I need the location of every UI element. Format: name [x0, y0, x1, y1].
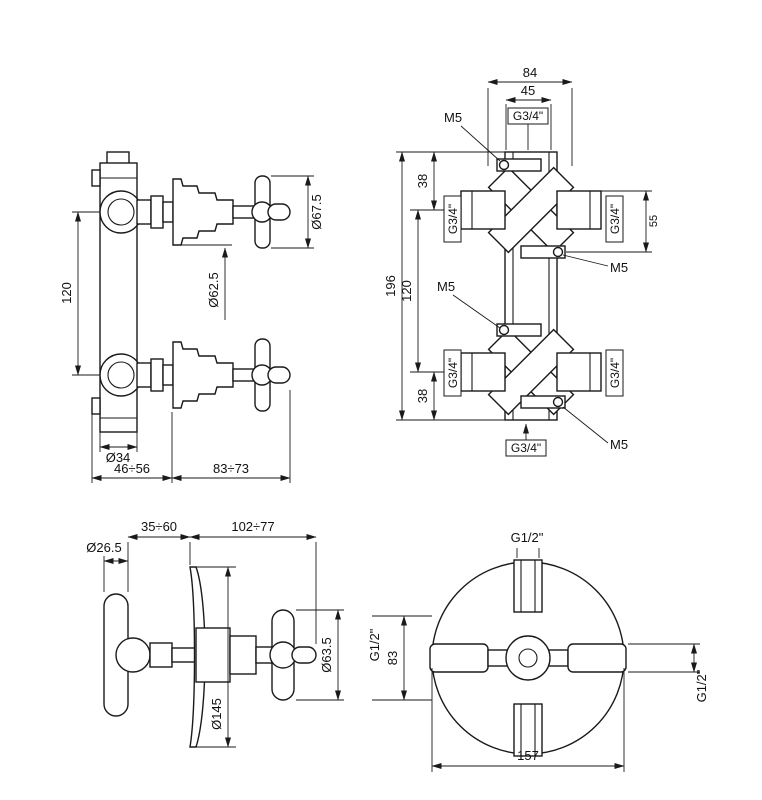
handle-hub — [505, 635, 551, 681]
lower-valve-assembly — [99, 338, 291, 412]
dim-84: 84 — [523, 65, 537, 80]
thread-label-g34-right-bottom: G3/4" — [608, 358, 622, 388]
thread-label-g34-left-top: G3/4" — [446, 204, 460, 234]
thread-label-g34-left-bottom: G3/4" — [446, 358, 460, 388]
handle-arm-right — [567, 643, 627, 673]
view-mixer-front: 84 45 G3/4" M5 196 120 3 — [383, 65, 660, 457]
thread-label-g34-bottom: G3/4" — [511, 441, 541, 455]
dim-196: 196 — [383, 275, 398, 297]
pipe-stub-left-upper — [460, 190, 506, 230]
dim-bell-diameter: Ø62.5 — [206, 272, 221, 307]
mixer-front-dimensions: 84 45 G3/4" M5 196 120 3 — [383, 65, 660, 457]
dim-120-front: 120 — [399, 280, 414, 302]
pipe-stub-right-lower — [556, 352, 602, 392]
valve-front-geometry — [429, 559, 627, 757]
dim-handle-diameter: Ø67.5 — [309, 194, 324, 229]
screw-label-m5-mid: M5 — [437, 279, 455, 294]
view-valve-side: 35÷60 102÷77 Ø26.5 Ø63.5 Ø145 — [86, 519, 344, 748]
dim-145: Ø145 — [209, 698, 224, 730]
pipe-stub-left-lower — [460, 352, 506, 392]
view-mixer-side: 120 Ø67.5 Ø62.5 Ø34 46÷56 83÷73 — [59, 151, 324, 483]
dim-102-77: 102÷77 — [231, 519, 274, 534]
valve-side-geometry — [103, 566, 317, 748]
thread-label-g12-left: G1/2" — [367, 628, 382, 661]
thread-label-g34-right-top: G3/4" — [608, 204, 622, 234]
cross-connection-upper — [487, 166, 575, 254]
thread-label-g34-top: G3/4" — [513, 109, 543, 123]
dim-depth-range-2: 83÷73 — [213, 461, 249, 476]
thread-label-g12-top: G1/2" — [511, 530, 544, 545]
dim-63-5: Ø63.5 — [319, 637, 334, 672]
mixer-front-geometry — [460, 151, 602, 421]
dim-38-top: 38 — [415, 174, 430, 188]
wall-lug-top — [91, 169, 101, 187]
dim-35-60: 35÷60 — [141, 519, 177, 534]
dim-55: 55 — [648, 215, 660, 227]
screw-label-m5-right: M5 — [610, 260, 628, 275]
dim-depth-range-1: 46÷56 — [114, 461, 150, 476]
mixer-side-geometry — [91, 151, 291, 433]
valve-side-dimensions: 35÷60 102÷77 Ø26.5 Ø63.5 Ø145 — [86, 519, 344, 748]
dim-120: 120 — [59, 282, 74, 304]
pipe-stub-right-upper — [556, 190, 602, 230]
view-valve-front: G1/2" 83 G1/2" G1/2" 157 — [367, 530, 709, 772]
wall-lug-bottom — [91, 397, 101, 415]
dim-26-5: Ø26.5 — [86, 540, 121, 555]
valve-front-dimensions: G1/2" 83 G1/2" G1/2" 157 — [367, 530, 709, 772]
screw-label-m5-top: M5 — [444, 110, 462, 125]
handle-arm-left — [429, 643, 489, 673]
thread-label-g12-right: G1/2" — [694, 669, 709, 702]
dim-157: 157 — [517, 748, 539, 763]
pipe-stub-bottom — [513, 703, 543, 757]
mixer-side-dimensions: 120 Ø67.5 Ø62.5 Ø34 46÷56 83÷73 — [59, 175, 324, 483]
dim-body-diameter: Ø34 — [106, 450, 131, 465]
screw-label-m5-bottom: M5 — [610, 437, 628, 452]
dim-83: 83 — [385, 651, 400, 665]
dim-38-bottom: 38 — [415, 389, 430, 403]
pipe-stub-top — [513, 559, 543, 613]
dim-45: 45 — [521, 83, 535, 98]
cross-connection-lower — [487, 328, 575, 416]
